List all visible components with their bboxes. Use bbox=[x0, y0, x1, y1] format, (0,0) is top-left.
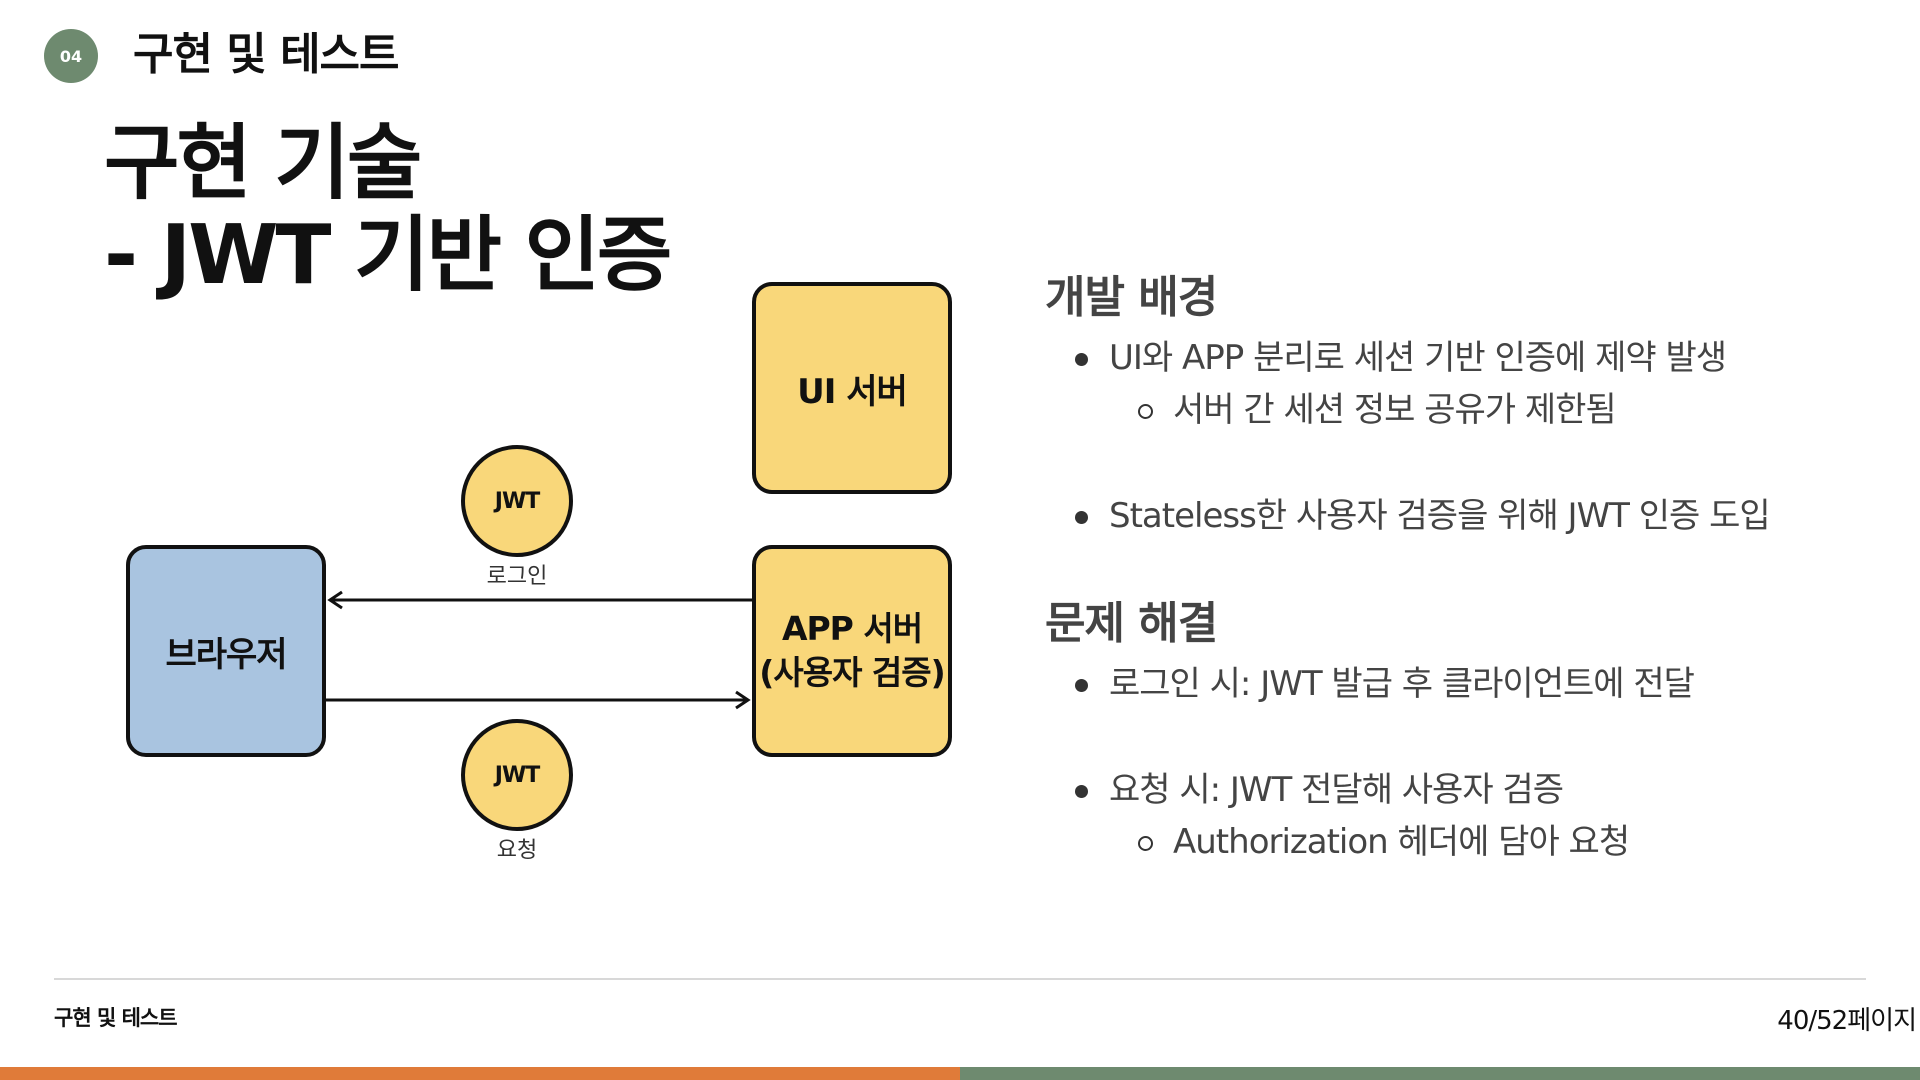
arrow-app-to-browser bbox=[327, 590, 752, 610]
solution-heading: 문제 해결 bbox=[1045, 598, 1218, 649]
bottom-accent-bar-green bbox=[960, 1067, 1920, 1080]
section-title: 구현 및 테스트 bbox=[133, 29, 400, 80]
browser-box: 브라우저 bbox=[126, 545, 326, 757]
solution-bullet-2: 요청 시: JWT 전달해 사용자 검증 bbox=[1045, 764, 1885, 816]
background-bullet-2: Stateless한 사용자 검증을 위해 JWT 인증 도입 bbox=[1045, 490, 1885, 542]
solution-sub-bullet-2: Authorization 헤더에 담아 요청 bbox=[1045, 816, 1885, 868]
jwt-login-label: JWT bbox=[494, 488, 540, 514]
background-sub-bullet-1: 서버 간 세션 정보 공유가 제한됨 bbox=[1045, 384, 1885, 436]
arrow-browser-to-app bbox=[326, 690, 751, 710]
jwt-request-caption: 요청 bbox=[496, 838, 538, 863]
browser-label: 브라우저 bbox=[165, 634, 287, 675]
jwt-token-login: JWT bbox=[461, 445, 573, 557]
footer-divider bbox=[54, 978, 1866, 980]
description-panel: 개발 배경 UI와 APP 분리로 세션 기반 인증에 제약 발생 서버 간 세… bbox=[1045, 268, 1885, 868]
page-indicator: 40/52페이지 bbox=[1777, 1006, 1917, 1036]
background-heading: 개발 배경 bbox=[1045, 272, 1218, 323]
slide-title-line1: 구현 기술 bbox=[104, 116, 422, 211]
jwt-login-caption: 로그인 bbox=[486, 564, 548, 589]
bottom-accent-bar-orange bbox=[0, 1067, 960, 1080]
app-server-label-line1: APP 서버 bbox=[781, 609, 923, 648]
app-server-box: APP 서버 (사용자 검증) bbox=[752, 545, 952, 757]
app-server-label-line2: (사용자 검증) bbox=[759, 653, 945, 692]
jwt-token-request: JWT bbox=[461, 719, 573, 831]
background-bullet-1: UI와 APP 분리로 세션 기반 인증에 제약 발생 bbox=[1045, 332, 1885, 384]
footer-section-name: 구현 및 테스트 bbox=[54, 1006, 178, 1030]
section-number: 04 bbox=[59, 46, 83, 66]
solution-bullet-1: 로그인 시: JWT 발급 후 클라이언트에 전달 bbox=[1045, 658, 1885, 710]
ui-server-box: UI 서버 bbox=[752, 282, 952, 494]
slide-title-line2: - JWT 기반 인증 bbox=[104, 208, 672, 303]
slide-title: 구현 기술 - JWT 기반 인증 bbox=[104, 116, 672, 303]
ui-server-label: UI 서버 bbox=[797, 371, 908, 412]
jwt-request-label: JWT bbox=[494, 762, 540, 788]
section-number-badge: 04 bbox=[44, 29, 98, 83]
